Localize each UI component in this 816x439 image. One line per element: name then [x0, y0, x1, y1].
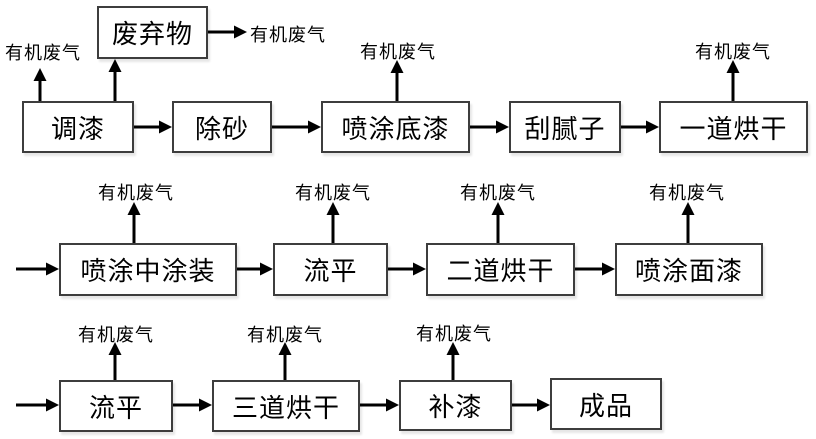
arrow-paint-mixing-exhaust-up	[33, 68, 47, 101]
node-waste: 废弃物	[97, 6, 208, 59]
arrow-sand-removal-to-primer-spraying	[272, 120, 321, 134]
node-first-drying: 一道烘干	[659, 101, 808, 153]
arrow-row2-inlet	[16, 262, 59, 276]
emission-label-topcoat: 有机废气	[649, 183, 725, 203]
arrow-mid-coat-exhaust-up	[127, 202, 141, 243]
node-finished-product: 成品	[550, 378, 662, 430]
node-second-drying: 二道烘干	[426, 243, 575, 296]
arrow-third-drying-exhaust-up	[278, 342, 292, 380]
node-leveling-a: 流平	[273, 243, 388, 296]
arrow-paint-mixing-to-waste-up	[108, 59, 122, 101]
arrow-first-drying-exhaust-up	[726, 60, 740, 101]
node-leveling-b: 流平	[59, 380, 173, 432]
emission-label-mid-coat: 有机废气	[98, 183, 174, 203]
arrow-touch-up-exhaust-up	[446, 342, 460, 380]
emission-label-primer-spraying: 有机废气	[360, 42, 436, 62]
arrow-second-drying-exhaust-up	[491, 202, 505, 243]
arrow-paint-mixing-to-sand-removal	[134, 120, 172, 134]
arrow-primer-spraying-to-putty-scraping	[470, 120, 509, 134]
arrow-second-drying-to-topcoat	[575, 262, 615, 276]
emission-label-leveling-b: 有机废气	[78, 325, 154, 345]
arrow-touch-up-to-finished-product	[512, 398, 550, 412]
node-putty-scraping: 刮腻子	[509, 101, 621, 153]
emission-label-touch-up: 有机废气	[416, 324, 492, 344]
node-topcoat-spraying: 喷涂面漆	[615, 243, 763, 296]
arrow-third-drying-to-touch-up	[360, 398, 399, 412]
arrow-primer-spraying-exhaust-up	[390, 60, 404, 101]
arrow-waste-to-exhaust	[208, 25, 247, 39]
arrow-leveling-b-to-third-drying	[173, 398, 212, 412]
emission-label-first-drying: 有机废气	[695, 42, 771, 62]
node-third-drying: 三道烘干	[212, 380, 360, 432]
node-paint-mixing: 调漆	[22, 101, 134, 153]
emission-label-leveling-a: 有机废气	[295, 183, 371, 203]
arrow-leveling-b-exhaust-up	[108, 342, 122, 380]
node-sand-removal: 除砂	[172, 101, 272, 153]
emission-label-second-drying: 有机废气	[460, 183, 536, 203]
node-primer-spraying: 喷涂底漆	[321, 101, 470, 153]
arrow-row3-inlet	[16, 398, 59, 412]
emission-label-third-drying: 有机废气	[247, 325, 323, 345]
node-touch-up-paint: 补漆	[399, 380, 512, 431]
arrow-leveling-a-to-second-drying	[388, 262, 426, 276]
arrow-topcoat-exhaust-up	[681, 202, 695, 243]
arrow-leveling-a-exhaust-up	[326, 202, 340, 243]
emission-label-waste-output: 有机废气	[250, 25, 326, 45]
emission-label-paint-mixing: 有机废气	[5, 43, 81, 63]
node-mid-coat-spraying: 喷涂中涂装	[59, 243, 237, 296]
arrow-mid-coat-to-leveling-a	[237, 262, 273, 276]
arrow-putty-scraping-to-first-drying	[621, 120, 659, 134]
